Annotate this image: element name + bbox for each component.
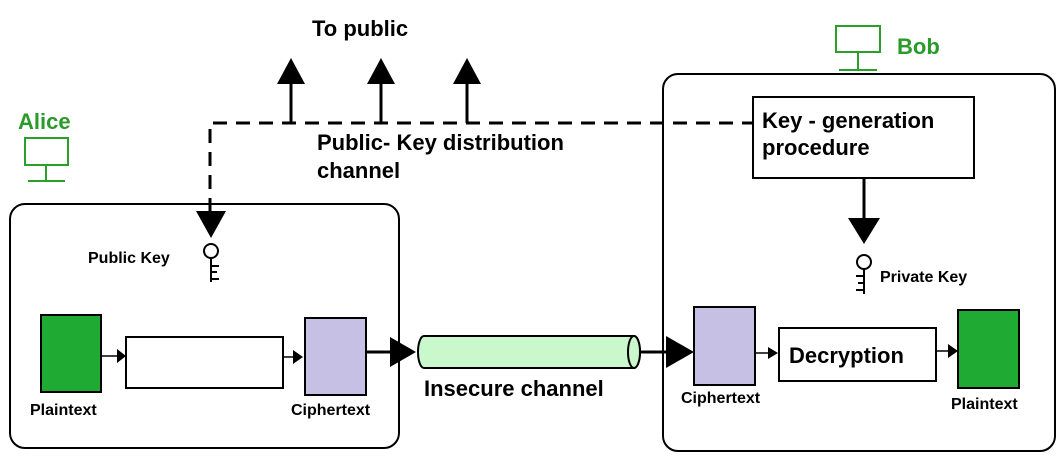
keygen-label-line1: Key - generation [762, 108, 935, 133]
alice-name: Alice [18, 109, 71, 134]
decryption-box: Decryption [778, 327, 937, 382]
to-public-label: To public [312, 16, 409, 41]
bob-ciphertext-block [693, 306, 756, 386]
public-channel-label-line2: channel [317, 158, 401, 183]
public-channel-label-line1: Public- Key distribution [317, 130, 564, 155]
channel-in-arrowhead [390, 337, 416, 367]
bob-plaintext-block [957, 309, 1020, 389]
bob-ciphertext-label: Ciphertext [681, 390, 761, 407]
encryption-box [125, 336, 284, 389]
decryption-label: Decryption [789, 343, 904, 368]
alice-plaintext-block [40, 314, 102, 393]
keygen-label-line2: procedure [762, 135, 870, 160]
insecure-channel-label: Insecure channel [424, 376, 604, 401]
enc-to-cipher-arrowhead [293, 350, 303, 364]
public-key-distribution-line [208, 121, 752, 212]
channel-out-arrowhead [666, 336, 694, 368]
key-generation-box: Key - generation procedure [752, 96, 975, 179]
to-public-arrowhead-1 [277, 58, 305, 84]
to-public-arrowhead-3 [453, 58, 481, 84]
dec-to-plain-arrowhead [948, 344, 958, 358]
alice-ciphertext-block [304, 317, 367, 396]
alice-plaintext-label: Plaintext [30, 402, 97, 419]
to-public-arrowhead-2 [367, 58, 395, 84]
private-key-arrowhead [848, 218, 880, 244]
bob-name: Bob [897, 34, 940, 59]
public-key-arrowhead [196, 211, 226, 238]
alice-ciphertext-label: Ciphertext [291, 402, 371, 419]
cipher-to-dec-arrowhead [768, 347, 778, 359]
bob-plaintext-label: Plaintext [951, 396, 1018, 413]
plain-to-enc-arrowhead [117, 349, 126, 363]
private-key-label: Private Key [880, 269, 968, 286]
public-key-label: Public Key [88, 250, 170, 267]
